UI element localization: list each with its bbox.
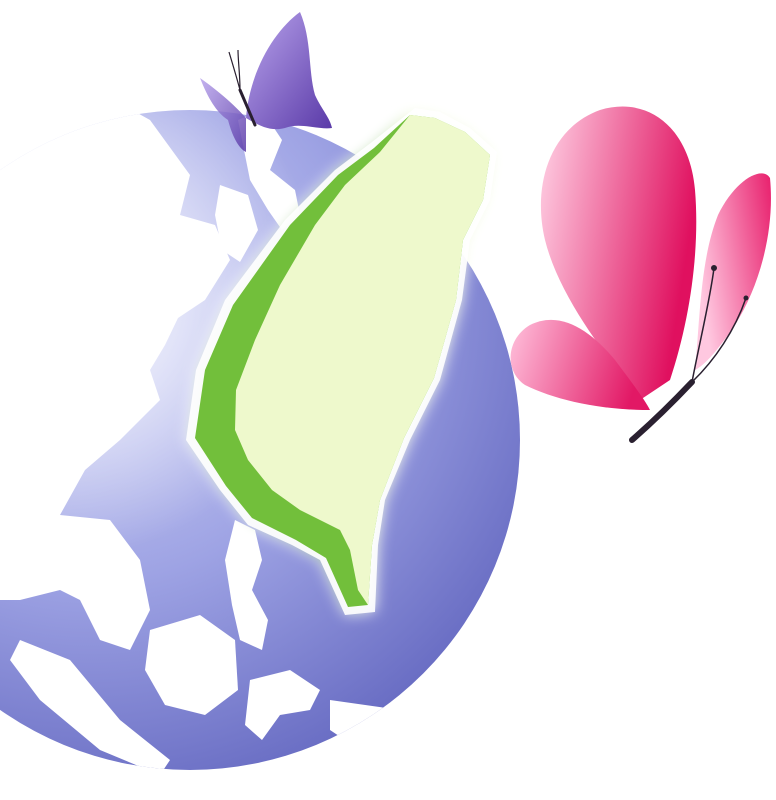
butterfly-large-antenna-tip [711, 265, 717, 271]
butterfly-small-upper-wing [246, 12, 332, 130]
island-highland [235, 115, 490, 605]
butterfly-small-antenna [228, 49, 241, 91]
butterfly-small-lower-wing [200, 78, 246, 152]
butterfly-small-body [238, 88, 257, 127]
island-map-icon [186, 108, 497, 615]
butterfly-icon [200, 12, 332, 152]
butterfly-large-right-wing [695, 173, 771, 370]
butterfly-large-upper-wing [540, 106, 697, 400]
butterfly-icon [510, 106, 771, 443]
butterfly-large-antenna [691, 267, 747, 383]
butterfly-large-antenna-tip [743, 295, 749, 301]
butterfly-large-lower-wing [510, 319, 650, 410]
butterfly-large-body [629, 379, 695, 443]
